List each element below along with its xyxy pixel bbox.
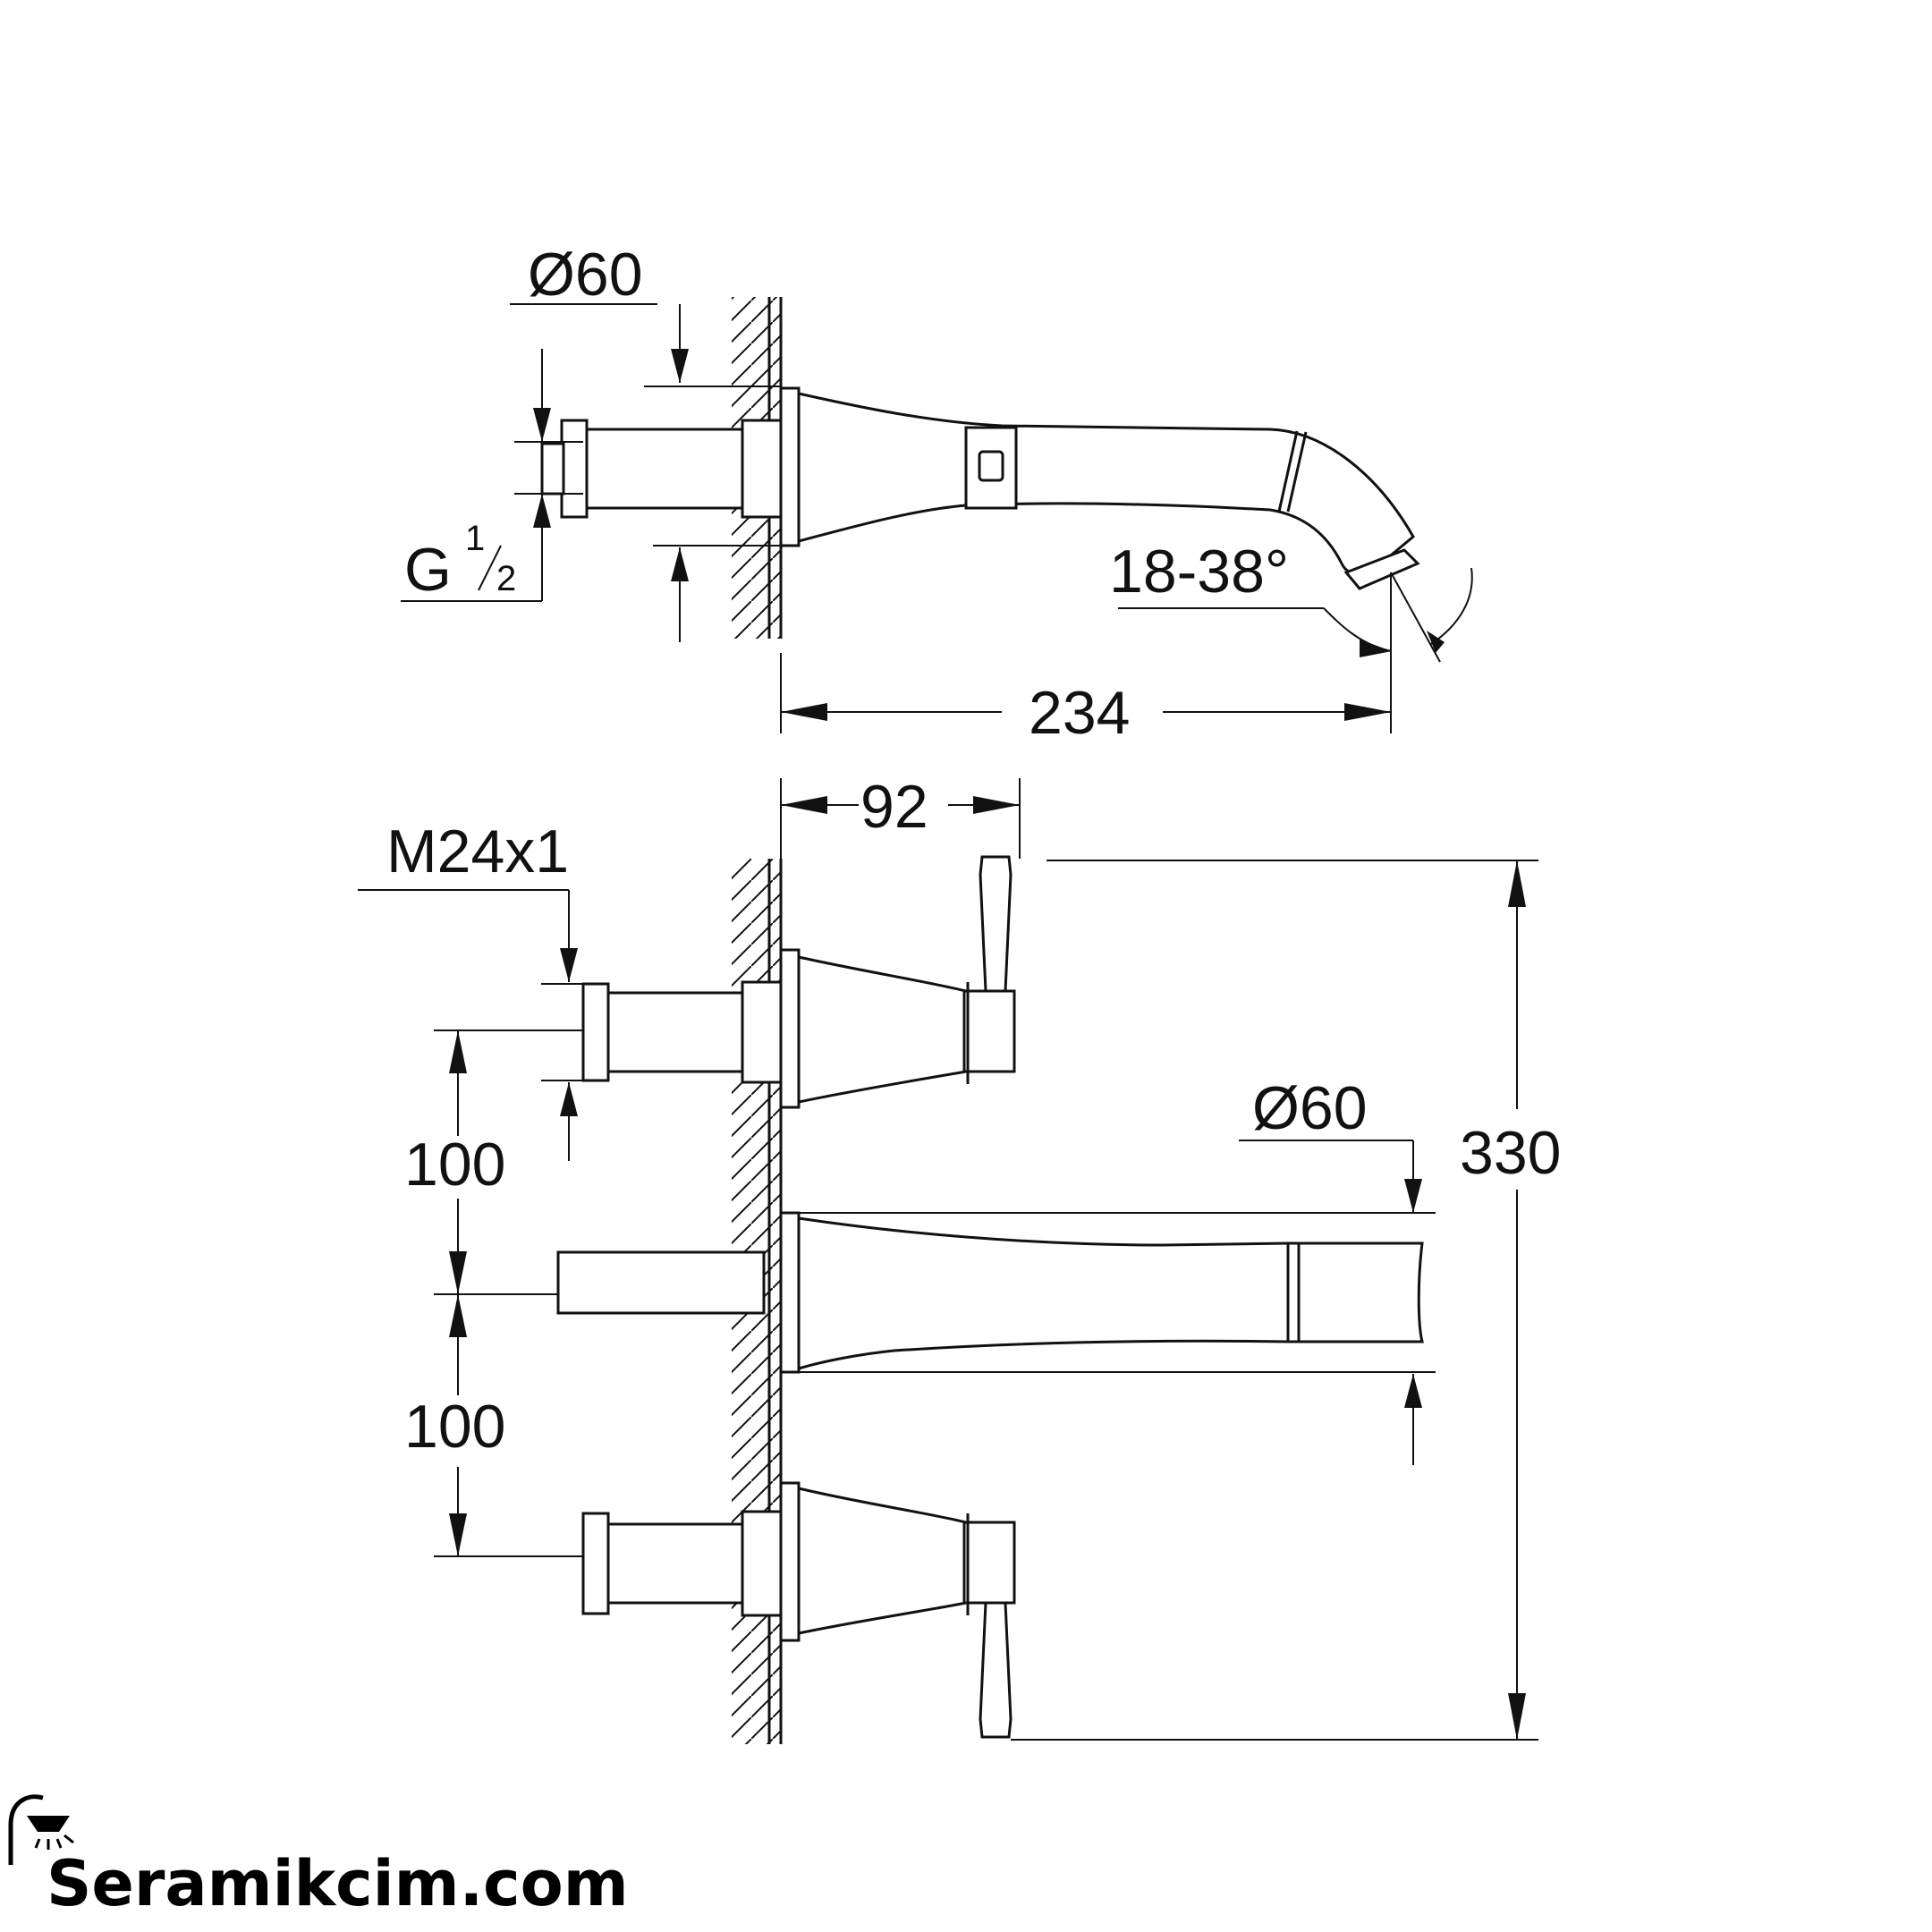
dim-spacing-lower: 100 xyxy=(404,1393,505,1461)
spout-side xyxy=(797,392,1415,575)
dim-height: 330 xyxy=(1460,1119,1561,1187)
dim-spacing-upper: 100 xyxy=(404,1131,505,1199)
center-spout xyxy=(556,1211,1424,1374)
logo-text: Seramikcim.com xyxy=(47,1847,629,1920)
front-view: 92 M24x1 100 100 Ø60 xyxy=(358,773,1561,1744)
dim-depth: 92 xyxy=(860,773,928,841)
top-view: Ø60 G 1 2 18-38° 234 xyxy=(401,241,1473,747)
dim-diameter-top: Ø60 xyxy=(528,241,643,309)
dim-thread-sup: 1 xyxy=(465,519,485,558)
dim-diameter-front: Ø60 xyxy=(1252,1074,1368,1142)
dim-connection: M24x1 xyxy=(386,818,569,886)
shower-head-icon xyxy=(8,1794,74,1865)
upper-valve xyxy=(581,855,1016,1109)
logo: Seramikcim.com xyxy=(8,1794,629,1920)
dim-thread-main: G xyxy=(404,536,452,604)
dim-angle: 18-38° xyxy=(1109,538,1289,606)
lower-valve xyxy=(581,1481,1016,1739)
dim-thread-sub: 2 xyxy=(496,559,516,598)
dim-length: 234 xyxy=(1029,679,1130,747)
